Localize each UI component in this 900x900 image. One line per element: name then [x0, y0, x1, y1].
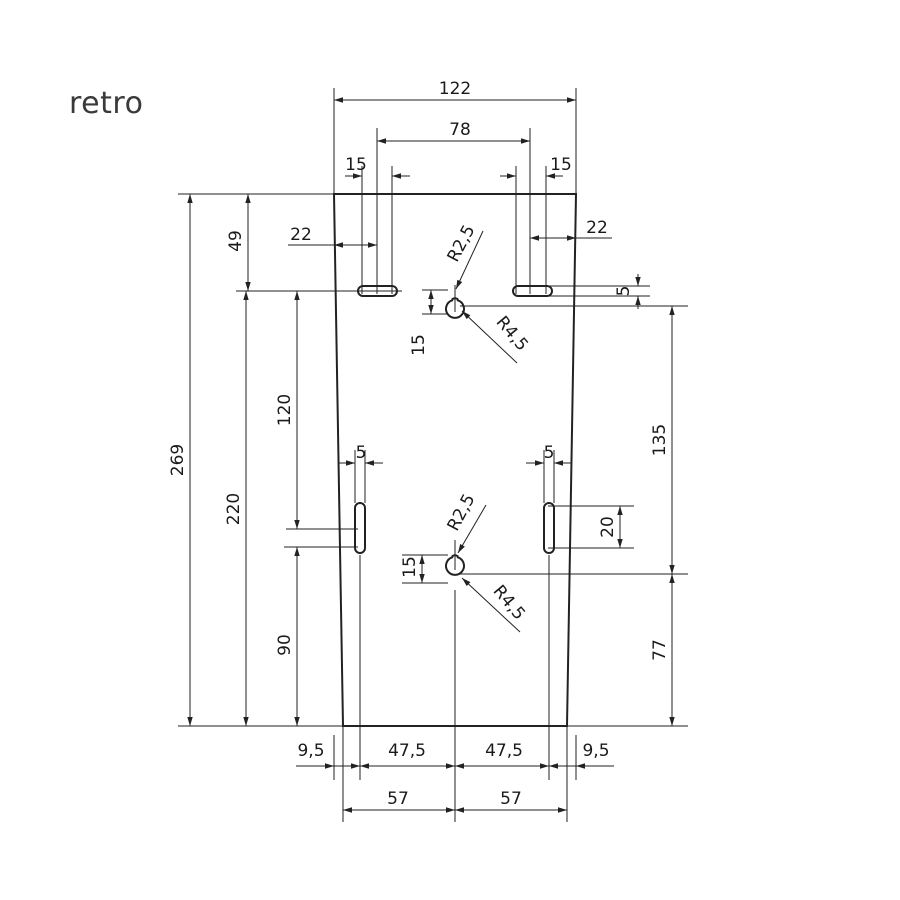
dim-bottom-edge-right: 9,5	[582, 741, 609, 761]
dim-bottom-half-right: 47,5	[485, 741, 523, 761]
upper-right-slot	[512, 285, 553, 297]
dim-slot-offset-right: 15	[550, 155, 572, 175]
radius-lower-large: R4,5	[489, 581, 529, 624]
dim-slot-spacing: 78	[449, 120, 471, 140]
dim-slots-to-lower-slots: 120	[275, 394, 295, 426]
extension-lines	[178, 88, 688, 822]
dim-bottom-height: 90	[275, 634, 295, 656]
radius-lower-small: R2,5	[444, 491, 480, 535]
dim-lower-slot-width-right: 5	[544, 443, 555, 463]
dim-slot-offset-left: 15	[345, 155, 367, 175]
dim-bottom-half-left: 47,5	[388, 741, 426, 761]
dim-overall-height: 269	[168, 444, 188, 476]
dim-slot-height-top: 5	[614, 286, 634, 297]
brand-logo: retro	[69, 86, 144, 121]
dim-keyhole-drop-bottom: 15	[400, 556, 420, 578]
dim-keyhole-drop-top: 15	[409, 334, 429, 356]
dim-right-lower-height: 77	[650, 639, 670, 661]
dim-slots-to-bottom: 220	[224, 493, 244, 525]
lower-left-slot	[354, 502, 366, 554]
dim-slot-inset-left: 22	[290, 225, 312, 245]
dim-overall-width: 122	[439, 79, 471, 99]
dimension-lines	[187, 97, 675, 813]
dim-bottom-edge-left: 9,5	[297, 741, 324, 761]
dim-lower-slot-length: 20	[598, 516, 618, 538]
dim-slot-inset-right: 22	[586, 218, 608, 238]
dim-right-upper-height: 135	[650, 424, 670, 456]
dim-top-to-slots: 49	[226, 230, 246, 252]
dim-bottom-width-right: 57	[500, 789, 522, 809]
dim-lower-slot-width-left: 5	[356, 443, 367, 463]
dim-bottom-width-left: 57	[387, 789, 409, 809]
radius-upper-large: R4,5	[492, 312, 532, 355]
lower-right-slot	[543, 502, 555, 554]
radius-upper-small: R2,5	[444, 222, 480, 266]
